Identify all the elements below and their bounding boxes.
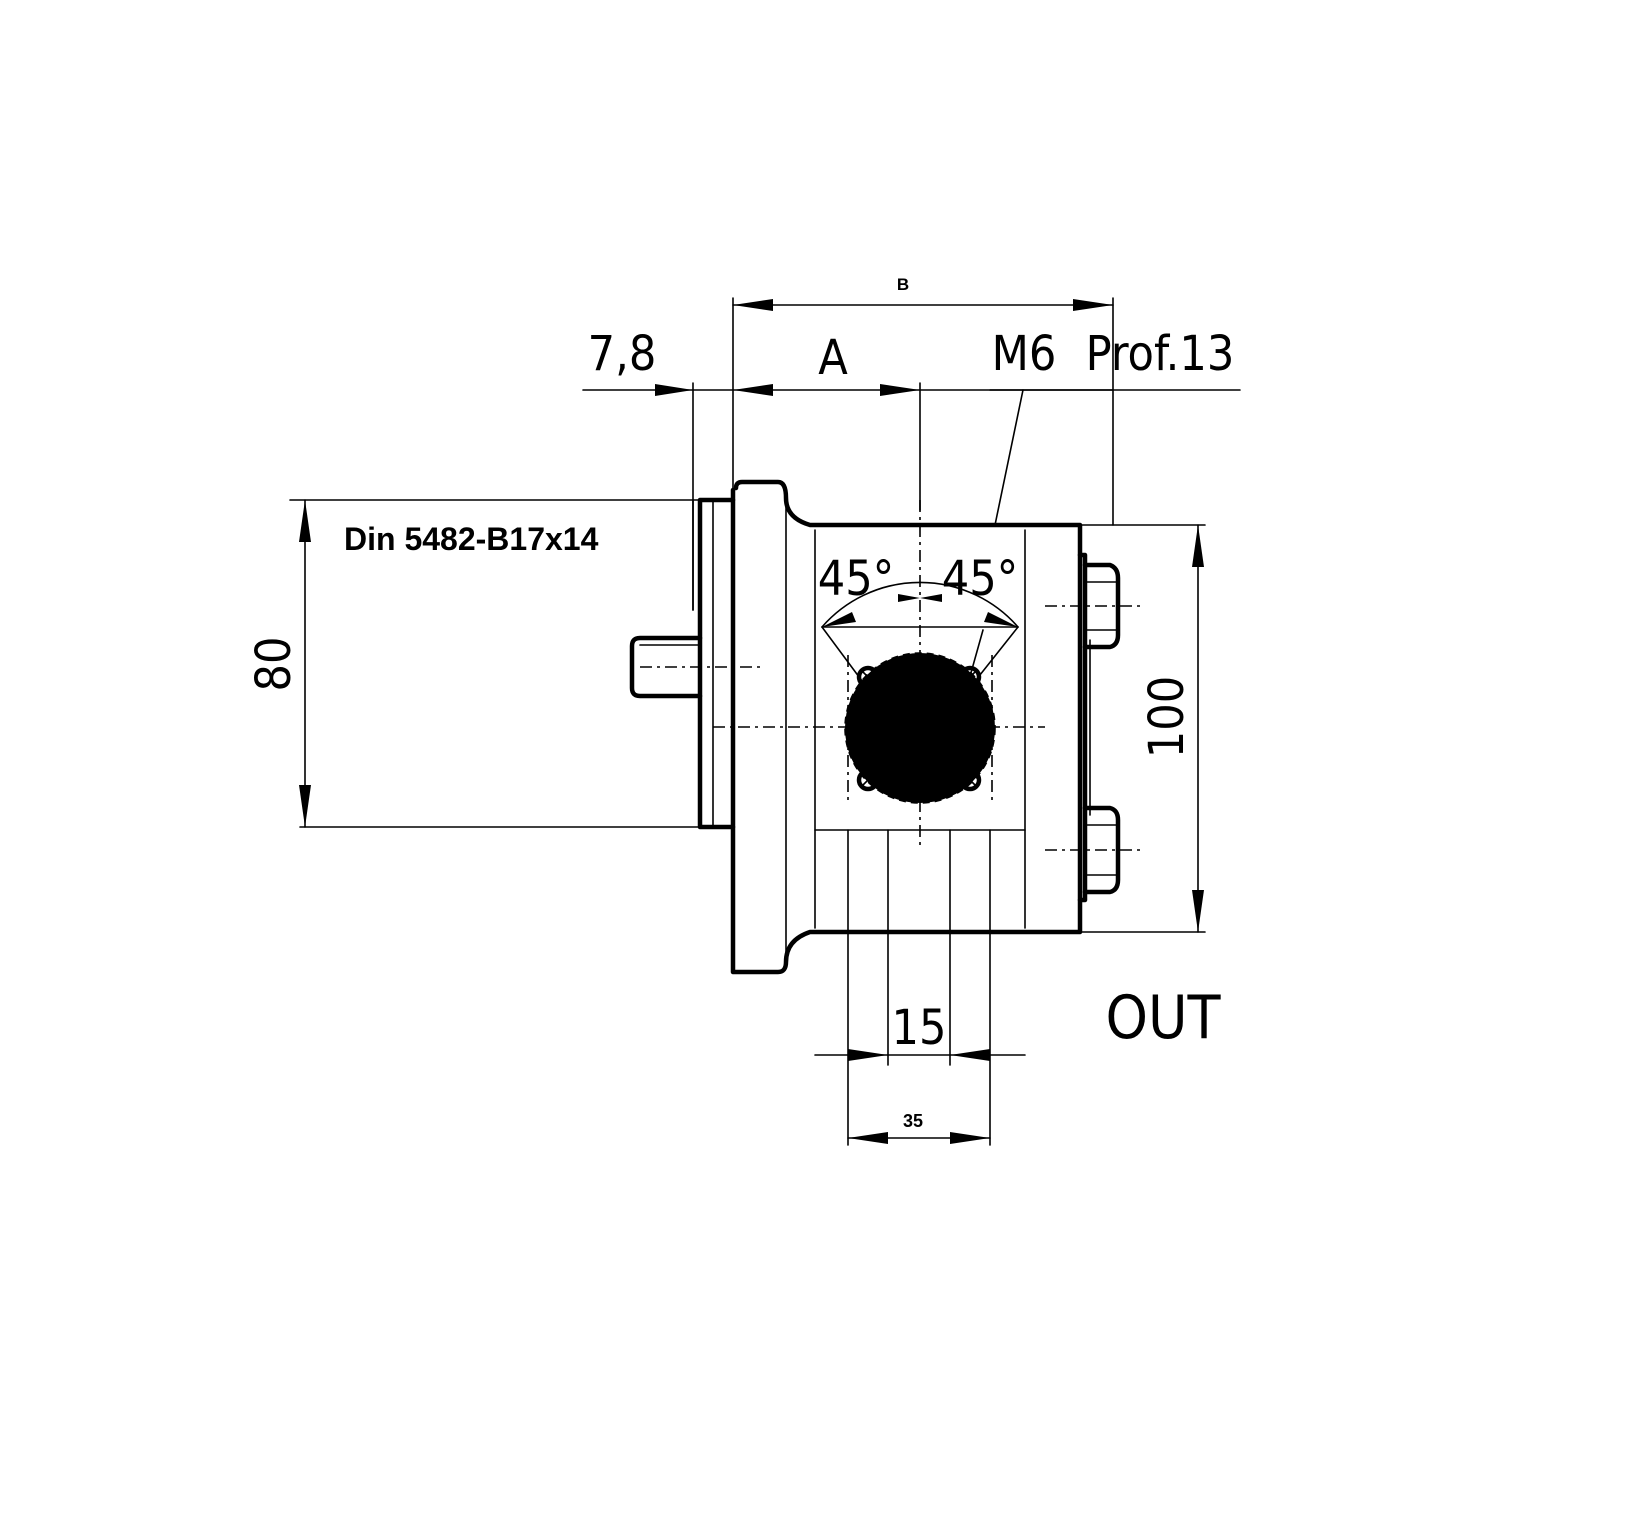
dimension-b: B: [732, 275, 1114, 526]
thread-label: M6: [992, 326, 1057, 382]
pump-body: [629, 479, 1142, 975]
thread-depth-label: Prof.13: [1086, 326, 1235, 382]
shaft-spec-label: Din 5482-B17x14: [344, 521, 599, 557]
angle-left-label: 45°: [818, 551, 895, 607]
bolt-hole: [856, 665, 880, 689]
dimension-a-label: A: [818, 330, 848, 386]
dimension-80: 80: [246, 499, 706, 828]
width-35-label: 35: [903, 1111, 923, 1131]
flange-offset-label: 7,8: [588, 326, 657, 382]
bolt-hole: [958, 629, 984, 713]
bolt-hole: [856, 768, 880, 792]
dimension-100: 100: [1079, 524, 1206, 933]
width-15-label: 15: [892, 1000, 947, 1056]
dimension-b-label: B: [897, 275, 909, 294]
port-pattern: 45° 45°: [818, 500, 1019, 850]
port-out-label: OUT: [1106, 983, 1222, 1053]
height-80-label: 80: [246, 637, 302, 692]
bolt-hole: [958, 768, 982, 792]
height-100-label: 100: [1139, 676, 1195, 758]
dimension-a: 7,8 A M6 Prof.13: [582, 326, 1241, 611]
angle-right-label: 45°: [942, 551, 1019, 607]
dimension-15-35: 15 35: [814, 829, 1026, 1146]
